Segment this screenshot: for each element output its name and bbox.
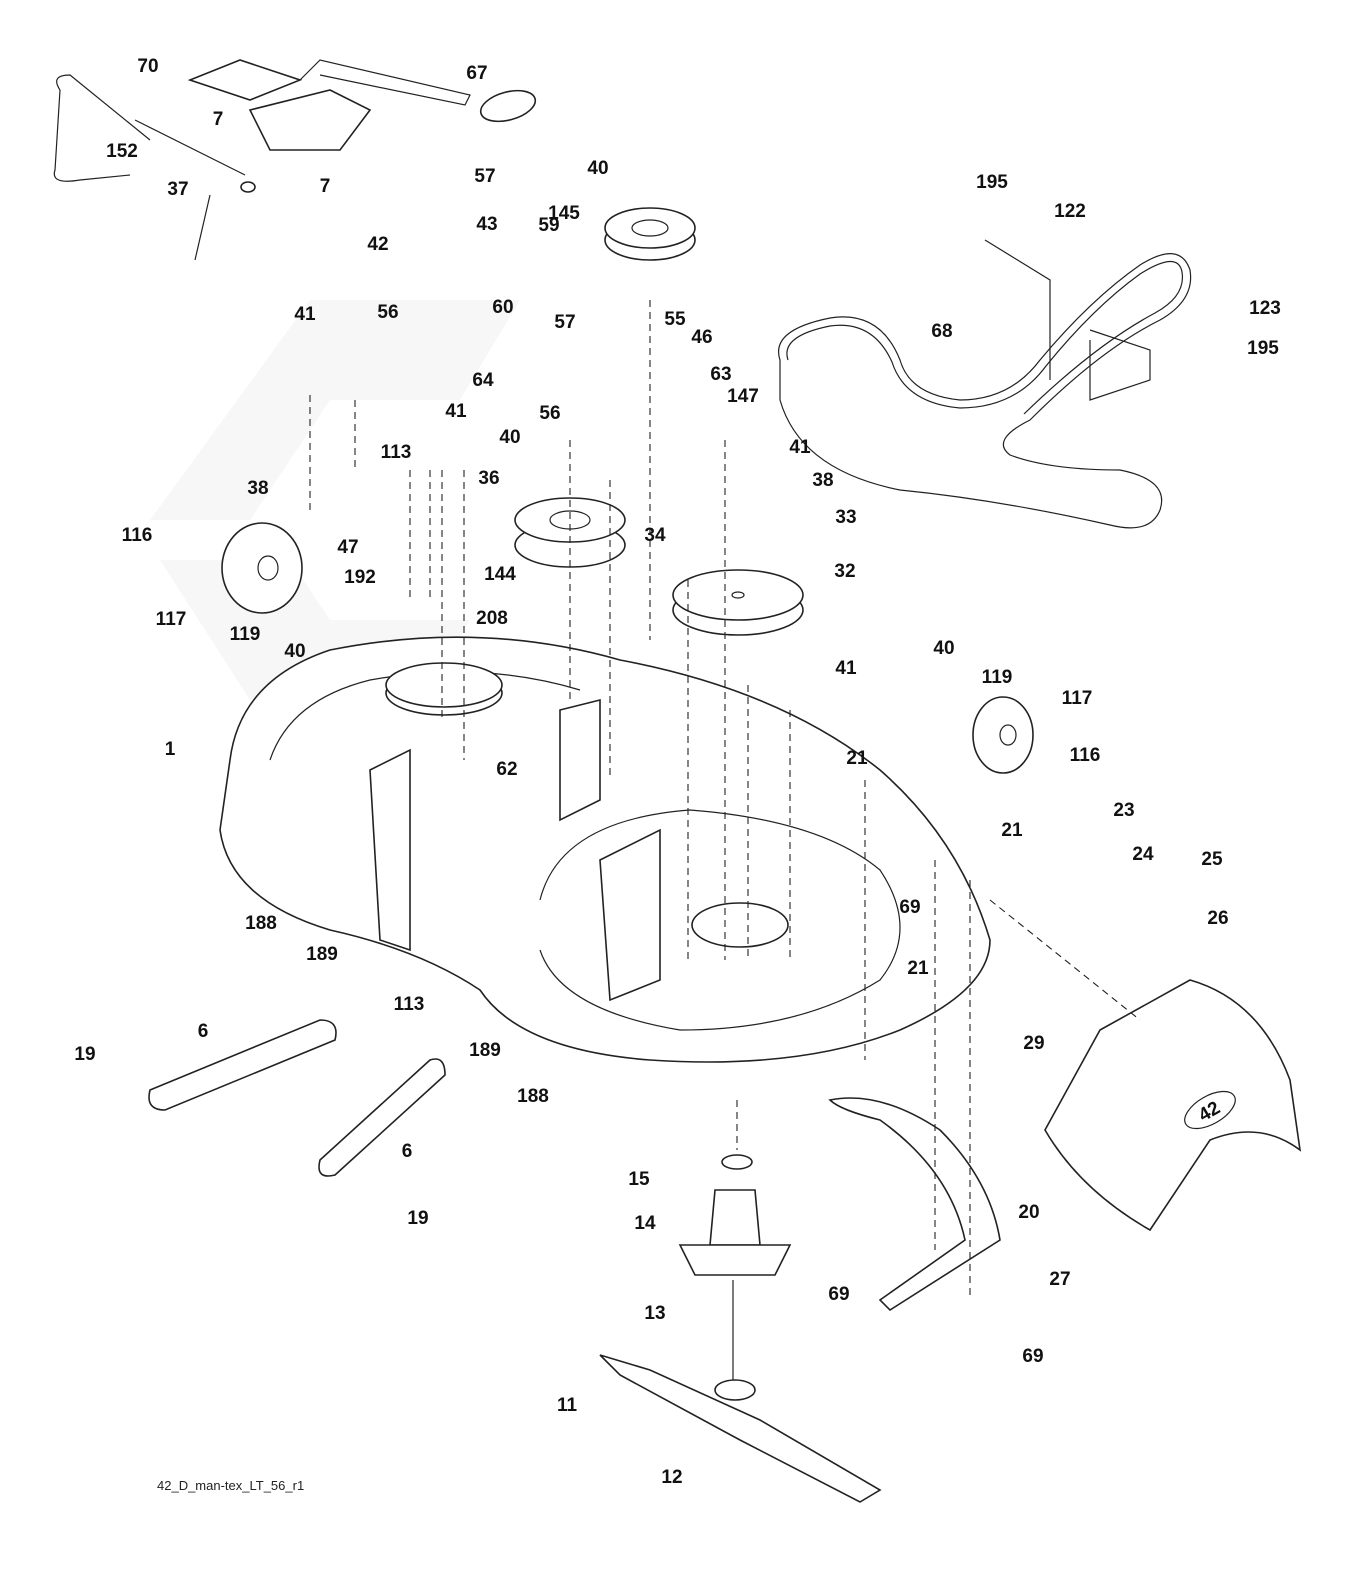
part-callout-119: 119 [982, 667, 1013, 688]
part-callout-24: 24 [1132, 844, 1154, 865]
part-callout-56: 56 [377, 302, 398, 323]
part-callout-21: 21 [846, 748, 868, 769]
part-callout-152: 152 [106, 141, 138, 162]
idler-pulley-145 [604, 207, 696, 261]
part-callout-60: 60 [492, 297, 513, 318]
part-callout-59: 59 [538, 215, 559, 236]
part-callout-20: 20 [1018, 1202, 1039, 1223]
part-callout-113: 113 [394, 994, 425, 1015]
part-callout-64: 64 [472, 370, 494, 391]
part-callout-25: 25 [1201, 849, 1223, 870]
part-callout-70: 70 [137, 56, 158, 77]
part-callout-15: 15 [628, 1169, 650, 1190]
part-callout-34: 34 [644, 525, 666, 546]
part-callout-123: 123 [1249, 298, 1281, 319]
part-callout-122: 122 [1054, 201, 1086, 222]
part-callout-11: 11 [557, 1395, 578, 1416]
part-callout-41: 41 [445, 401, 467, 422]
gauge-wheel-right [972, 696, 1034, 774]
part-callout-189: 189 [306, 944, 338, 965]
part-callout-38: 38 [812, 470, 833, 491]
part-callout-41: 41 [835, 658, 857, 679]
part-callout-208: 208 [476, 608, 508, 629]
part-callout-144: 144 [484, 564, 516, 585]
part-callouts: 70 67 7 152 37 7 57 40 145 195 122 43 59 42 60 56 57 5546… [74, 56, 1280, 1488]
part-callout-13: 13 [644, 1303, 665, 1324]
part-callout-12: 12 [661, 1467, 682, 1488]
part-callout-14: 14 [634, 1213, 656, 1234]
part-callout-7: 7 [320, 176, 331, 197]
spindle-pulley-32 [672, 569, 804, 636]
idler-pulley-36 [514, 497, 626, 568]
part-callout-6: 6 [402, 1141, 413, 1162]
part-callout-41: 41 [789, 437, 811, 458]
part-callout-188: 188 [517, 1086, 549, 1107]
part-callout-27: 27 [1049, 1269, 1070, 1290]
part-callout-38: 38 [247, 478, 268, 499]
part-callout-113: 113 [381, 442, 412, 463]
part-callout-41: 41 [294, 304, 316, 325]
part-callout-7: 7 [213, 109, 224, 130]
part-callout-69: 69 [899, 897, 920, 918]
discharge-chute-27: 42 [1044, 979, 1302, 1232]
spindle-assembly [678, 1154, 792, 1401]
part-callout-40: 40 [587, 158, 608, 179]
part-callout-188: 188 [245, 913, 277, 934]
part-callout-119: 119 [230, 624, 261, 645]
part-callout-56: 56 [539, 403, 560, 424]
part-callout-40: 40 [284, 641, 305, 662]
part-callout-116: 116 [122, 525, 153, 546]
blade-11 [599, 1354, 882, 1503]
part-callout-43: 43 [476, 214, 497, 235]
part-callout-63: 63 [710, 364, 731, 385]
part-callout-40: 40 [933, 638, 954, 659]
lift-links-6 [148, 1019, 446, 1177]
part-callout-26: 26 [1207, 908, 1228, 929]
part-callout-67: 67 [466, 63, 487, 84]
part-callout-32: 32 [834, 561, 855, 582]
part-callout-68: 68 [931, 321, 952, 342]
part-callout-19: 19 [407, 1208, 428, 1229]
part-callout-116: 116 [1070, 745, 1101, 766]
drive-belt [778, 253, 1192, 529]
baffle-20 [828, 1097, 1001, 1312]
part-callout-69: 69 [1022, 1346, 1043, 1367]
part-callout-21: 21 [907, 958, 929, 979]
part-callout-42: 42 [367, 234, 388, 255]
alignment-lines [309, 300, 1141, 1300]
part-callout-117: 117 [1062, 688, 1093, 709]
part-callout-62: 62 [496, 759, 517, 780]
belt-guide-rods [984, 239, 1151, 401]
part-callout-189: 189 [469, 1040, 501, 1061]
lift-handle-assembly [53, 59, 537, 261]
part-callout-21: 21 [1001, 820, 1023, 841]
drawing-id: 42_D_man-tex_LT_56_r1 [157, 1478, 305, 1493]
part-callout-117: 117 [156, 609, 187, 630]
part-callout-57: 57 [554, 312, 575, 333]
part-callout-47: 47 [337, 537, 358, 558]
part-callout-36: 36 [478, 468, 499, 489]
mower-deck [219, 636, 991, 1063]
part-callout-55: 55 [664, 309, 686, 330]
part-callout-147: 147 [727, 386, 759, 407]
part-callout-37: 37 [167, 179, 188, 200]
part-callout-145: 145 [548, 203, 580, 224]
part-callout-69: 69 [828, 1284, 849, 1305]
part-callout-192: 192 [344, 567, 376, 588]
part-callout-6: 6 [198, 1021, 209, 1042]
part-callout-23: 23 [1113, 800, 1134, 821]
part-callout-46: 46 [691, 327, 712, 348]
gauge-wheel-left [221, 522, 303, 614]
part-callout-29: 29 [1023, 1033, 1044, 1054]
part-callout-19: 19 [74, 1044, 95, 1065]
part-callout-195: 195 [1247, 338, 1279, 359]
part-callout-195: 195 [976, 172, 1008, 193]
part-callout-57: 57 [474, 166, 495, 187]
part-callout-40: 40 [499, 427, 520, 448]
part-callout-1: 1 [165, 739, 176, 760]
part-callout-33: 33 [835, 507, 856, 528]
